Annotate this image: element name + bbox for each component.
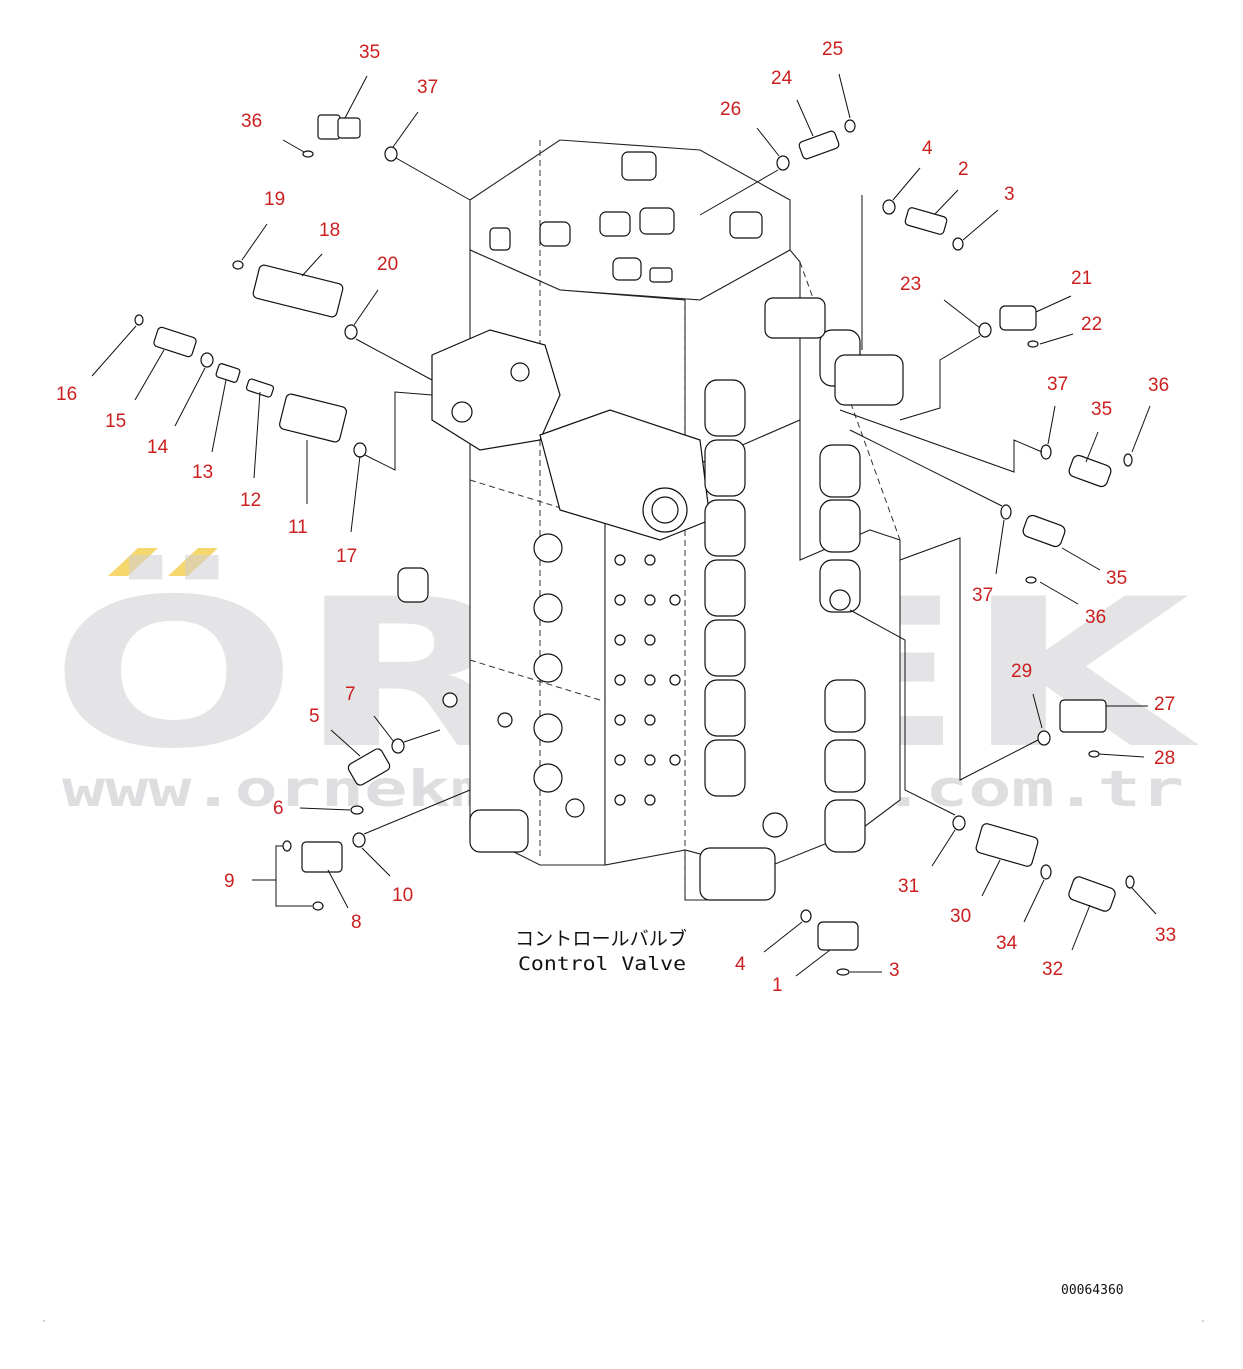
leader-lines — [91, 73, 1157, 977]
callout-20: 20 — [377, 254, 398, 275]
watermark-accent-right — [168, 548, 218, 576]
callout-12: 12 — [240, 490, 261, 511]
part-35-top — [317, 114, 361, 140]
watermark-accent-left — [108, 548, 158, 576]
callout-30: 30 — [950, 906, 971, 927]
callout-numbers: 35 37 36 19 18 20 16 15 14 13 12 11 17 2… — [56, 39, 1176, 996]
callout-5: 5 — [309, 706, 320, 727]
control-valve-label-jp: コントロールバルブ — [515, 927, 687, 950]
callout-2: 2 — [958, 159, 969, 180]
callout-7: 7 — [345, 684, 356, 705]
control-valve-label-en: Control Valve — [518, 953, 686, 975]
callout-31: 31 — [898, 876, 919, 897]
callout-4-bottom: 4 — [735, 954, 746, 975]
callout-19: 19 — [264, 189, 285, 210]
drawing-code: 00064360 — [1061, 1283, 1124, 1298]
callout-24: 24 — [771, 68, 793, 89]
callout-8: 8 — [351, 912, 362, 933]
callout-1: 1 — [772, 975, 783, 996]
callout-15: 15 — [105, 411, 126, 432]
callout-23: 23 — [900, 274, 921, 295]
callout-36-right: 36 — [1148, 375, 1169, 396]
callout-10: 10 — [392, 885, 413, 906]
callout-17: 17 — [336, 546, 357, 567]
callout-37-mid: 37 — [972, 585, 993, 606]
callout-37: 37 — [417, 77, 438, 98]
callout-33: 33 — [1155, 925, 1176, 946]
callout-35-mid: 35 — [1106, 568, 1127, 589]
callout-9: 9 — [224, 871, 235, 892]
callout-25: 25 — [822, 39, 843, 60]
callout-36-mid: 36 — [1085, 607, 1106, 628]
callout-16: 16 — [56, 384, 77, 405]
callout-35: 35 — [359, 42, 380, 63]
callout-32: 32 — [1042, 959, 1063, 980]
callout-11: 11 — [288, 517, 308, 538]
callout-27: 27 — [1154, 694, 1175, 715]
callout-14: 14 — [147, 437, 169, 458]
assembly-label: コントロールバルブ Control Valve — [515, 927, 687, 975]
callout-22: 22 — [1081, 314, 1102, 335]
component-parts — [134, 114, 1135, 976]
callout-26: 26 — [720, 99, 741, 120]
control-valve-body — [397, 139, 904, 901]
frame-corner-marks — [43, 1320, 1204, 1322]
callout-37-right: 37 — [1047, 374, 1068, 395]
callout-3-bottom: 3 — [889, 960, 900, 981]
callout-36: 36 — [241, 111, 262, 132]
callout-21: 21 — [1071, 268, 1092, 289]
callout-6: 6 — [273, 798, 284, 819]
callout-28: 28 — [1154, 748, 1175, 769]
callout-4-top: 4 — [922, 138, 933, 159]
callout-18: 18 — [319, 220, 340, 241]
callout-3-top: 3 — [1004, 184, 1015, 205]
callout-29: 29 — [1011, 661, 1032, 682]
callout-35-right: 35 — [1091, 399, 1112, 420]
callout-34: 34 — [996, 933, 1018, 954]
callout-13: 13 — [192, 462, 213, 483]
